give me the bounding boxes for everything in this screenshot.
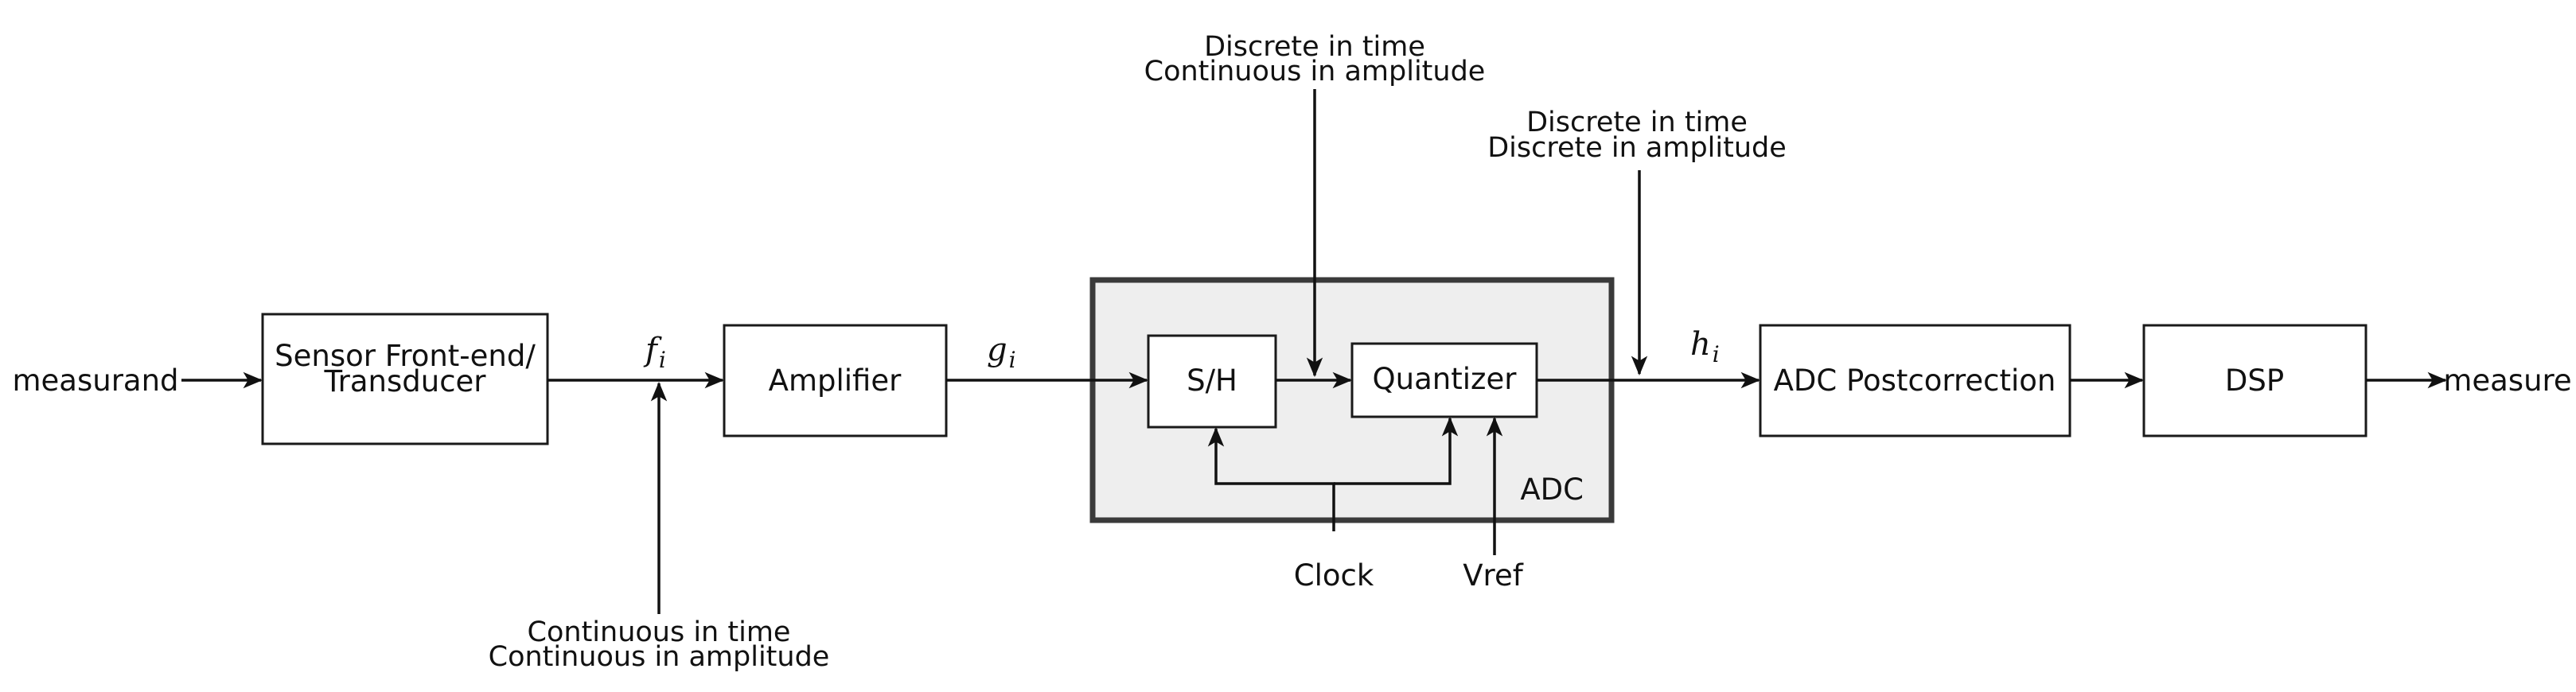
- sensor-label-line2: Transducer: [323, 364, 486, 398]
- adc-postcorrection-block: ADC Postcorrection: [1759, 324, 2071, 437]
- quantizer-block: Quantizer: [1350, 342, 1538, 418]
- sampled-annotation: Discrete in time Continuous in amplitude: [1144, 31, 1486, 87]
- postcorrection-label: ADC Postcorrection: [1774, 363, 2056, 398]
- clock-label: Clock: [1294, 558, 1374, 593]
- amplifier-label: Amplifier: [769, 363, 902, 398]
- sample-hold-block: S/H: [1147, 334, 1277, 429]
- dsp-label: DSP: [2225, 363, 2284, 398]
- measurand-label: measurand: [12, 363, 178, 398]
- sample-hold-label: S/H: [1187, 363, 1237, 398]
- vref-label: Vref: [1463, 558, 1523, 593]
- dsp-block: DSP: [2142, 324, 2368, 437]
- analog-annotation-line2: Continuous in amplitude: [489, 641, 830, 673]
- signal-f-label: fi: [643, 332, 666, 373]
- digital-annotation-line2: Discrete in amplitude: [1487, 132, 1787, 164]
- sensor-label-line1: Sensor Front-end/: [275, 339, 536, 373]
- signal-h-label: hi: [1690, 326, 1720, 367]
- clock-to-quantizer-arrow: [1334, 416, 1459, 485]
- signal-g-label: gi: [987, 332, 1016, 373]
- digital-annotation-line1: Discrete in time: [1526, 107, 1748, 138]
- analog-annotation: Continuous in time Continuous in amplitu…: [489, 616, 830, 673]
- measure-label: measure: [2443, 363, 2571, 398]
- clock-to-sample-hold-arrow: [1207, 426, 1335, 531]
- quantizer-label: Quantizer: [1373, 362, 1518, 396]
- analog-annotation-line1: Continuous in time: [528, 616, 791, 648]
- adc-label: ADC: [1520, 472, 1584, 507]
- sensor-frontend-block: Sensor Front-end/ Transducer: [261, 313, 549, 445]
- sampled-annotation-line1: Discrete in time: [1204, 31, 1425, 63]
- digital-annotation: Discrete in time Discrete in amplitude: [1487, 107, 1787, 164]
- amplifier-block: Amplifier: [723, 324, 948, 437]
- sampled-annotation-line2: Continuous in amplitude: [1144, 56, 1486, 87]
